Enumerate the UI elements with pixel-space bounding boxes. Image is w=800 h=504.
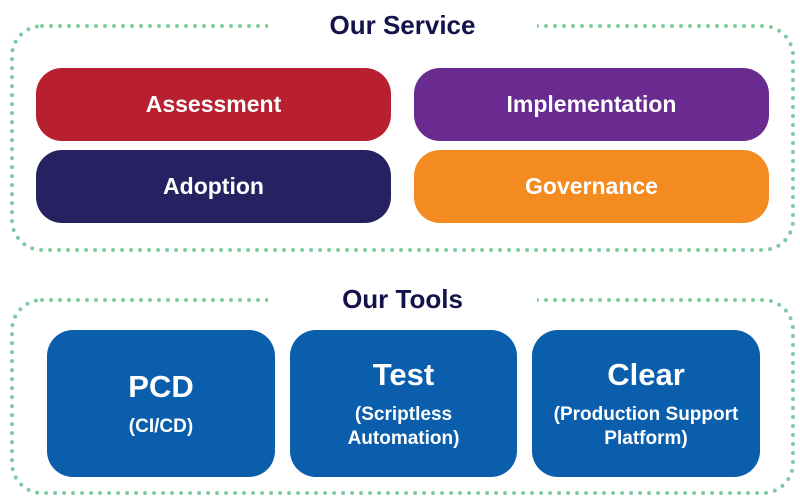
tool-name: PCD bbox=[128, 368, 194, 404]
governance-box: Governance bbox=[414, 150, 769, 223]
tools-title: Our Tools bbox=[268, 282, 537, 316]
service-title: Our Service bbox=[268, 8, 537, 42]
tool-subtitle: (Production Support Platform) bbox=[553, 403, 739, 449]
tool-clear: Clear (Production Support Platform) bbox=[532, 330, 760, 477]
governance-label: Governance bbox=[525, 173, 658, 199]
tool-test: Test (Scriptless Automation) bbox=[290, 330, 517, 477]
tool-name: Clear bbox=[607, 356, 685, 392]
implementation-label: Implementation bbox=[506, 91, 677, 117]
tool-name: Test bbox=[372, 356, 435, 392]
assessment-label: Assessment bbox=[145, 91, 282, 117]
tool-subtitle: (CI/CD) bbox=[128, 415, 194, 437]
adoption-box: Adoption bbox=[36, 150, 391, 223]
assessment-box: Assessment bbox=[36, 68, 391, 141]
tool-pcd: PCD (CI/CD) bbox=[47, 330, 275, 477]
tool-subtitle: (Scriptless Automation) bbox=[347, 403, 460, 449]
implementation-box: Implementation bbox=[414, 68, 769, 141]
adoption-label: Adoption bbox=[163, 173, 264, 199]
